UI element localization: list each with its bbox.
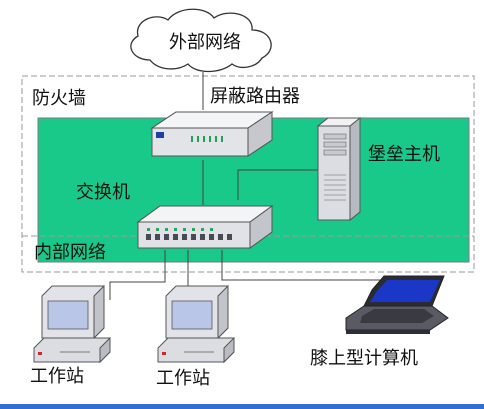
switch-label: 交换机 <box>76 182 130 203</box>
laptop-icon <box>345 275 449 334</box>
firewall-label: 防火墙 <box>32 88 86 109</box>
bastion-label: 堡垒主机 <box>368 144 440 165</box>
workstation-label-1: 工作站 <box>30 366 84 387</box>
bottom-accent-bar <box>0 404 484 409</box>
cloud-icon <box>130 8 272 73</box>
workstation-icon <box>33 284 111 364</box>
router-icon <box>150 111 274 157</box>
internet-label: 外部网络 <box>169 32 241 53</box>
server-tower-icon <box>316 116 362 222</box>
laptop-label: 膝上型计算机 <box>310 348 418 369</box>
router-label: 屏蔽路由器 <box>210 86 300 107</box>
workstation-label-2: 工作站 <box>156 368 210 389</box>
intranet-label: 内部网络 <box>34 242 106 263</box>
switch-icon <box>136 205 274 249</box>
workstation-icon <box>157 284 235 364</box>
firewall-boundary <box>21 75 475 273</box>
